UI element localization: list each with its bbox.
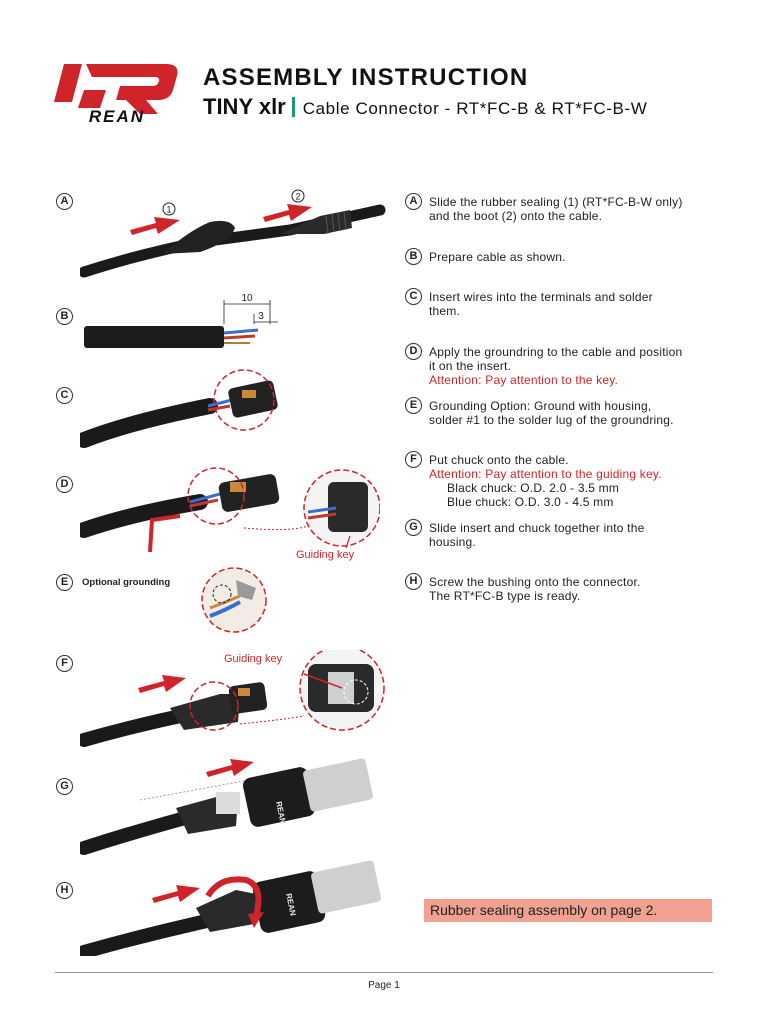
arrow-label-2: 2 (295, 192, 300, 202)
step-h-text: Screw the bushing onto the connector. Th… (429, 575, 724, 603)
step-h-text-marker: H (405, 573, 422, 590)
guiding-key-label-d: Guiding key (296, 549, 355, 561)
step-b-text-marker: B (405, 248, 422, 265)
detail-circle (213, 369, 275, 431)
step-d-illustration (80, 467, 380, 553)
step-c-line: them. (429, 304, 461, 318)
step-a-marker: A (56, 193, 73, 210)
step-e-line: solder #1 to the solder lug of the groun… (429, 413, 674, 427)
red-arrow-icon (206, 759, 254, 777)
step-g-illustration: REAN (80, 758, 373, 855)
step-f-text-marker: F (405, 451, 422, 468)
step-d-line: it on the insert. (429, 359, 512, 373)
product-name: TINY xlr (203, 94, 286, 119)
step-d-marker: D (56, 476, 73, 493)
connector-housing (243, 767, 315, 827)
step-a-line: Slide the rubber sealing (1) (RT*FC-B-W … (429, 195, 683, 209)
step-e-text: Grounding Option: Ground with housing, s… (429, 399, 724, 427)
rotate-arrow-icon (248, 912, 264, 928)
connector-shell (303, 758, 373, 812)
connector-insert (228, 380, 278, 418)
step-f-marker: F (56, 655, 73, 672)
red-arrow-icon (263, 204, 312, 222)
chuck (170, 694, 240, 730)
step-e-illustration (201, 567, 267, 633)
step-b-line: Prepare cable as shown. (429, 250, 566, 264)
guiding-key-label-f: Guiding key (224, 653, 283, 665)
step-f-detail: Blue chuck: O.D. 3.0 - 4.5 mm (447, 495, 614, 509)
rean-logo: REAN (54, 64, 178, 124)
dimension-3-label: 3 (258, 311, 264, 322)
step-a-line: and the boot (2) onto the cable. (429, 209, 603, 223)
logo-wordmark: REAN (89, 107, 145, 124)
step-c-illustration (80, 369, 278, 448)
detail-circle (187, 467, 245, 525)
step-f-attention: Attention: Pay attention to the guiding … (429, 467, 662, 481)
step-d-text-marker: D (405, 343, 422, 360)
step-e-marker: E (56, 574, 73, 591)
step-h-line: Screw the bushing onto the connector. (429, 575, 641, 589)
step-b-text: Prepare cable as shown. (429, 250, 724, 264)
cable-jacket (84, 326, 224, 348)
title-separator (291, 97, 295, 117)
step-d-text: Apply the groundring to the cable and po… (429, 345, 724, 387)
step-g-marker: G (56, 778, 73, 795)
step-b-illustration: 10 3 (84, 293, 278, 348)
optional-grounding-label: Optional grounding (82, 577, 171, 588)
step-g-text-marker: G (405, 519, 422, 536)
step-a-text: Slide the rubber sealing (1) (RT*FC-B-W … (429, 195, 724, 223)
step-g-text: Slide insert and chuck together into the… (429, 521, 724, 549)
red-arrow-icon (130, 217, 180, 235)
step-d-line: Apply the groundring to the cable and po… (429, 345, 683, 359)
step-c-marker: C (56, 387, 73, 404)
step-e-line: Grounding Option: Ground with housing, (429, 399, 652, 413)
step-c-text-marker: C (405, 288, 422, 305)
step-d-attention: Attention: Pay attention to the key. (429, 373, 619, 387)
bushing (196, 890, 256, 932)
page-number: Page 1 (368, 980, 400, 991)
step-a-text-marker: A (405, 193, 422, 210)
detail-circle (189, 681, 239, 731)
step-a-illustration: 1 2 (80, 189, 386, 278)
connector-housing (252, 871, 326, 933)
red-arrow-icon (138, 675, 186, 693)
step-g-line: Slide insert and chuck together into the (429, 521, 645, 535)
page-title: ASSEMBLY INSTRUCTION (203, 64, 529, 91)
step-f-line: Put chuck onto the cable. (429, 453, 569, 467)
arrow-label-1: 1 (166, 205, 171, 215)
red-arrow-icon (152, 885, 200, 903)
rubber-sealing-note: Rubber sealing assembly on page 2. (424, 899, 712, 922)
step-c-line: Insert wires into the terminals and sold… (429, 290, 653, 304)
dimension-10-label: 10 (241, 293, 253, 304)
step-b-marker: B (56, 308, 73, 325)
step-c-text: Insert wires into the terminals and sold… (429, 290, 724, 318)
footer-divider (55, 972, 713, 973)
step-h-marker: H (56, 882, 73, 899)
step-f-detail: Black chuck: O.D. 2.0 - 3.5 mm (447, 481, 620, 495)
step-e-text-marker: E (405, 397, 422, 414)
product-description: Cable Connector - RT*FC-B & RT*FC-B-W (302, 99, 648, 118)
step-f-illustration (80, 650, 385, 747)
page-subtitle: TINY xlr Cable Connector - RT*FC-B & RT*F… (203, 94, 647, 120)
rubber-sealing (162, 220, 235, 254)
step-h-line: The RT*FC-B type is ready. (429, 589, 581, 603)
step-h-illustration: REAN (80, 860, 381, 956)
step-g-line: housing. (429, 535, 476, 549)
connector-shell (311, 860, 381, 914)
step-f-text: Put chuck onto the cable. Attention: Pay… (429, 453, 724, 509)
